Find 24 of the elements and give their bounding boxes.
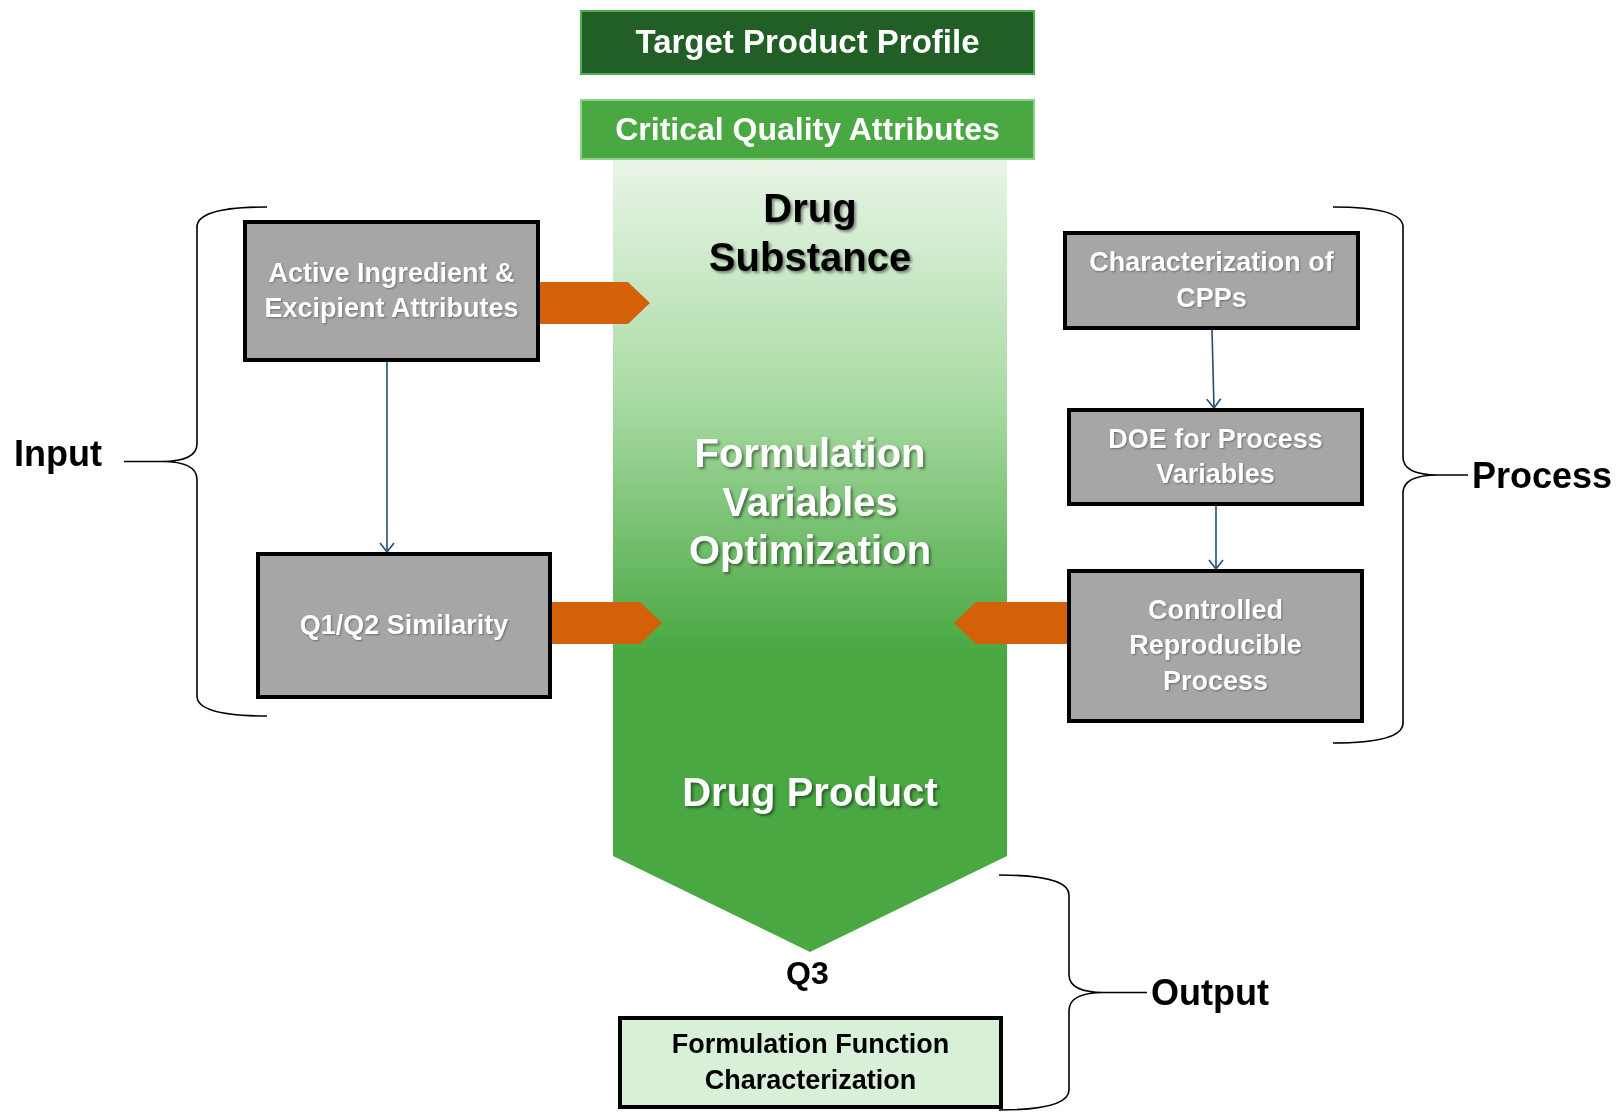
- process-box: Characterization of CPPs: [1063, 231, 1360, 330]
- title-box: Target Product Profile: [580, 10, 1035, 75]
- input-arrow: [954, 602, 1067, 644]
- section-label: Output: [1151, 972, 1269, 1014]
- section-label: Input: [14, 433, 102, 475]
- process-box: Q1/Q2 Similarity: [256, 552, 552, 699]
- output-box: Formulation Function Characterization: [618, 1016, 1003, 1109]
- section-label: Process: [1472, 455, 1613, 497]
- arrow: [379, 361, 395, 553]
- process-box: Controlled Reproducible Process: [1067, 569, 1364, 723]
- header-box: Critical Quality Attributes: [580, 99, 1035, 160]
- stage-text: Drug Product: [663, 722, 957, 862]
- arrow: [1208, 505, 1224, 570]
- arrow: [1205, 329, 1222, 409]
- stage-text: Formulation Variables Optimization: [633, 414, 987, 590]
- flow-arrow: [781, 592, 833, 720]
- process-box: Active Ingredient & Excipient Attributes: [243, 220, 540, 362]
- process-box: DOE for Process Variables: [1067, 408, 1364, 506]
- stage-text: Drug Substance: [663, 185, 957, 280]
- input-arrow: [552, 602, 662, 644]
- stage-label: Q3: [786, 955, 829, 992]
- flow-arrow: [781, 282, 833, 412]
- arrow-band: [613, 160, 1007, 952]
- input-arrow: [540, 282, 650, 324]
